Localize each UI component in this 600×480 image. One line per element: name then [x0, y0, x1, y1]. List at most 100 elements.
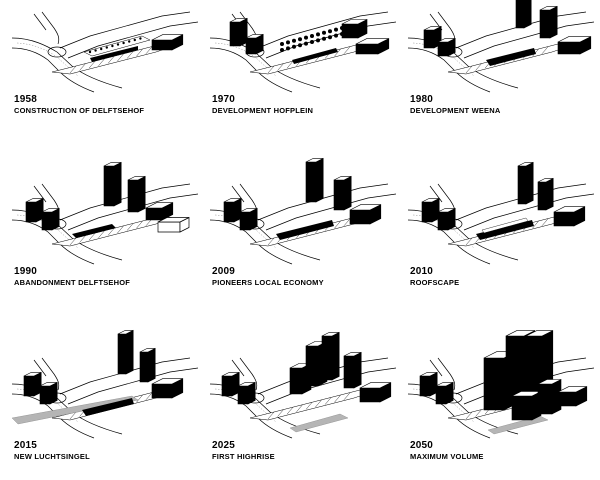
delftsehof — [83, 35, 151, 57]
tree — [298, 43, 302, 48]
luchtsingel — [487, 415, 549, 435]
viaduct-hatch — [541, 218, 549, 226]
building-block — [437, 37, 456, 57]
low-block — [476, 220, 534, 240]
tree — [316, 32, 320, 37]
year-label: 1990 — [14, 266, 38, 277]
viaduct-hatch — [145, 392, 153, 400]
building-block — [223, 197, 242, 223]
tree — [94, 49, 97, 52]
viaduct-hatch — [136, 395, 143, 403]
caption-label: MAXIMUM VOLUME — [410, 452, 484, 461]
tree — [322, 36, 326, 41]
low-block — [72, 224, 116, 238]
caption-label: DEVELOPMENT WEENA — [410, 106, 501, 115]
road-line — [231, 185, 245, 203]
road-line — [59, 11, 191, 49]
road-line — [67, 367, 199, 405]
viaduct-hatch — [541, 46, 549, 54]
map-2010 — [407, 161, 595, 265]
viaduct-hatch — [136, 221, 143, 229]
volume-block — [511, 391, 542, 421]
viaduct-hatch — [277, 409, 284, 417]
tree — [334, 27, 338, 32]
low-block — [82, 398, 134, 416]
viaduct-hatch — [126, 51, 134, 59]
viaduct-hatch — [532, 221, 539, 229]
road-line — [407, 47, 491, 93]
road-line — [59, 183, 191, 221]
year-label: 1970 — [212, 94, 236, 105]
tree — [280, 42, 284, 46]
tree — [334, 33, 338, 38]
tree — [116, 43, 120, 46]
tree — [316, 38, 320, 43]
building-block — [553, 206, 586, 227]
panel-1970: 1970 DEVELOPMENT HOFPLEIN — [209, 8, 400, 126]
tree — [88, 50, 92, 54]
viaduct-hatch — [88, 61, 96, 69]
road-line — [257, 183, 389, 221]
building-block — [321, 331, 340, 381]
caption-label: DEVELOPMENT HOFPLEIN — [212, 106, 314, 115]
road-line — [33, 359, 47, 377]
building-block — [151, 378, 184, 399]
building-block — [539, 5, 558, 39]
road-line — [265, 21, 397, 59]
building-block — [39, 381, 58, 405]
road-line — [11, 37, 123, 89]
tree — [328, 29, 332, 34]
viaduct-hatch — [126, 223, 134, 231]
viaduct-hatch — [69, 65, 77, 74]
panel-2050: 2050 MAXIMUM VOLUME — [407, 330, 598, 472]
tree — [286, 46, 290, 51]
map-1990 — [11, 161, 199, 265]
caption-label: PIONEERS LOCAL ECONOMY — [212, 278, 324, 287]
year-label: 2025 — [212, 440, 236, 451]
viaduct-hatch — [267, 237, 275, 246]
tree — [310, 40, 314, 44]
map-2050 — [407, 330, 595, 439]
abandoned-block — [157, 216, 190, 233]
road-line — [231, 359, 245, 377]
building-block — [305, 157, 324, 203]
building-block — [41, 207, 60, 231]
viaduct-hatch — [79, 235, 86, 243]
tree — [322, 30, 326, 35]
viaduct-hatch — [296, 404, 303, 412]
road-line — [437, 357, 456, 391]
viaduct-hatch — [286, 407, 294, 415]
building-block — [349, 204, 382, 225]
viaduct-hatch — [343, 218, 351, 226]
road-line — [429, 359, 443, 377]
tree — [304, 35, 308, 40]
road-line — [265, 193, 397, 231]
map-2009 — [209, 157, 397, 265]
viaduct-hatch — [315, 399, 322, 408]
road-line — [257, 11, 389, 49]
building-block — [421, 197, 440, 223]
building-block — [537, 177, 554, 211]
caption-label: ABANDONMENT DELFTSEHOF — [14, 278, 131, 287]
year-label: 2009 — [212, 266, 236, 277]
viaduct-hatch — [98, 230, 105, 238]
building-block — [355, 38, 390, 55]
tree — [133, 38, 136, 42]
viaduct-hatch — [475, 63, 482, 71]
tree — [310, 34, 314, 38]
road-line — [209, 47, 293, 93]
road-line — [33, 13, 47, 31]
tree — [328, 35, 332, 40]
caption-label: ROOFSCAPE — [410, 278, 460, 287]
panel-1980: 1980 DEVELOPMENT WEENA — [407, 0, 598, 126]
building-block — [117, 329, 134, 375]
viaduct-hatch — [305, 402, 313, 410]
road-line — [209, 37, 321, 89]
viaduct-hatch — [343, 46, 351, 54]
viaduct-hatch — [324, 397, 332, 405]
panel-1990: 1990 ABANDONMENT DELFTSEHOF — [11, 161, 202, 298]
map-1958 — [11, 11, 199, 93]
tree — [298, 37, 302, 42]
road-line — [239, 357, 258, 391]
tree — [292, 38, 296, 43]
